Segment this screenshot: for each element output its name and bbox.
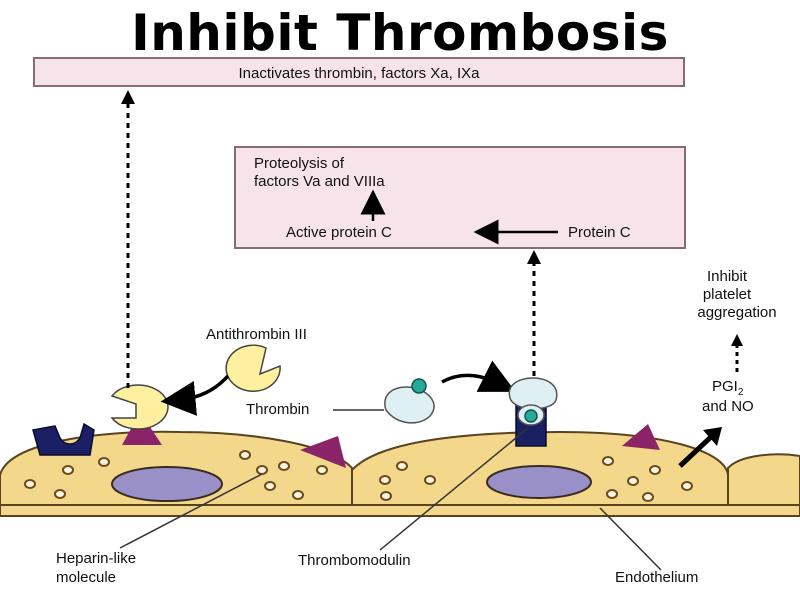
thrombin-bound-site-icon [524,409,538,423]
pgi2-label: PGI2 [712,378,743,398]
inhibit-label-1: Inhibit [706,268,748,285]
antithrombin-free-icon [225,344,281,392]
protein-c-box: Proteolysis of factors Va and VIIIa Acti… [234,146,686,249]
nucleus-left [111,466,223,502]
nucleus-middle [486,465,592,499]
thrombin-binding-arrow [441,360,516,392]
and-no-label: and NO [702,398,754,415]
thrombomodulin-pointer [379,427,529,551]
heparin-pointer [119,473,263,549]
inhibit-arrowhead [731,334,743,346]
thrombomodulin-label: Thrombomodulin [298,552,411,569]
pgi2-release-line [678,434,714,468]
surface-triangle-3 [622,424,660,450]
inhibit-label-2: platelet [702,286,752,303]
inhibit-label-3: aggregation [697,304,777,321]
thrombin-bound-icon [508,377,558,410]
protein-c-arrowhead [527,250,541,264]
antithrombin-bound-icon [110,384,169,430]
proteolysis-line-2: factors Va and VIIIa [254,173,385,190]
antithrombin-label: Antithrombin III [206,326,307,343]
endothelium-label: Endothelium [615,569,699,586]
heparin-like-receptor [32,422,95,456]
endothelial-cell-right [727,453,800,506]
cell-granules [24,450,693,502]
heparin-label-2: molecule [56,569,117,586]
active-protein-c-label: Active protein C [286,224,392,241]
thrombin-free-icon [384,386,435,424]
thrombin-label: Thrombin [246,401,310,418]
pgi2-main: PGI [712,378,738,395]
surface-triangle-2 [300,436,346,468]
inactivation-arrowhead [121,90,135,104]
page-title: Inhibit Thrombosis [131,4,669,62]
endothelium-pointer [599,507,662,571]
proteolysis-line-1: Proteolysis of [254,155,345,172]
pgi2-release-arrowhead [703,427,722,446]
protein-c-label: Protein C [568,224,631,241]
inactivation-box: Inactivates thrombin, factors Xa, IXa [33,57,685,87]
inactivation-text: Inactivates thrombin, factors Xa, IXa [238,65,480,82]
heparin-label-1: Heparin-like [56,550,137,567]
thrombin-site-icon [411,378,427,394]
antithrombin-binding-arrow [160,374,230,416]
pgi2-subscript: 2 [737,387,744,398]
